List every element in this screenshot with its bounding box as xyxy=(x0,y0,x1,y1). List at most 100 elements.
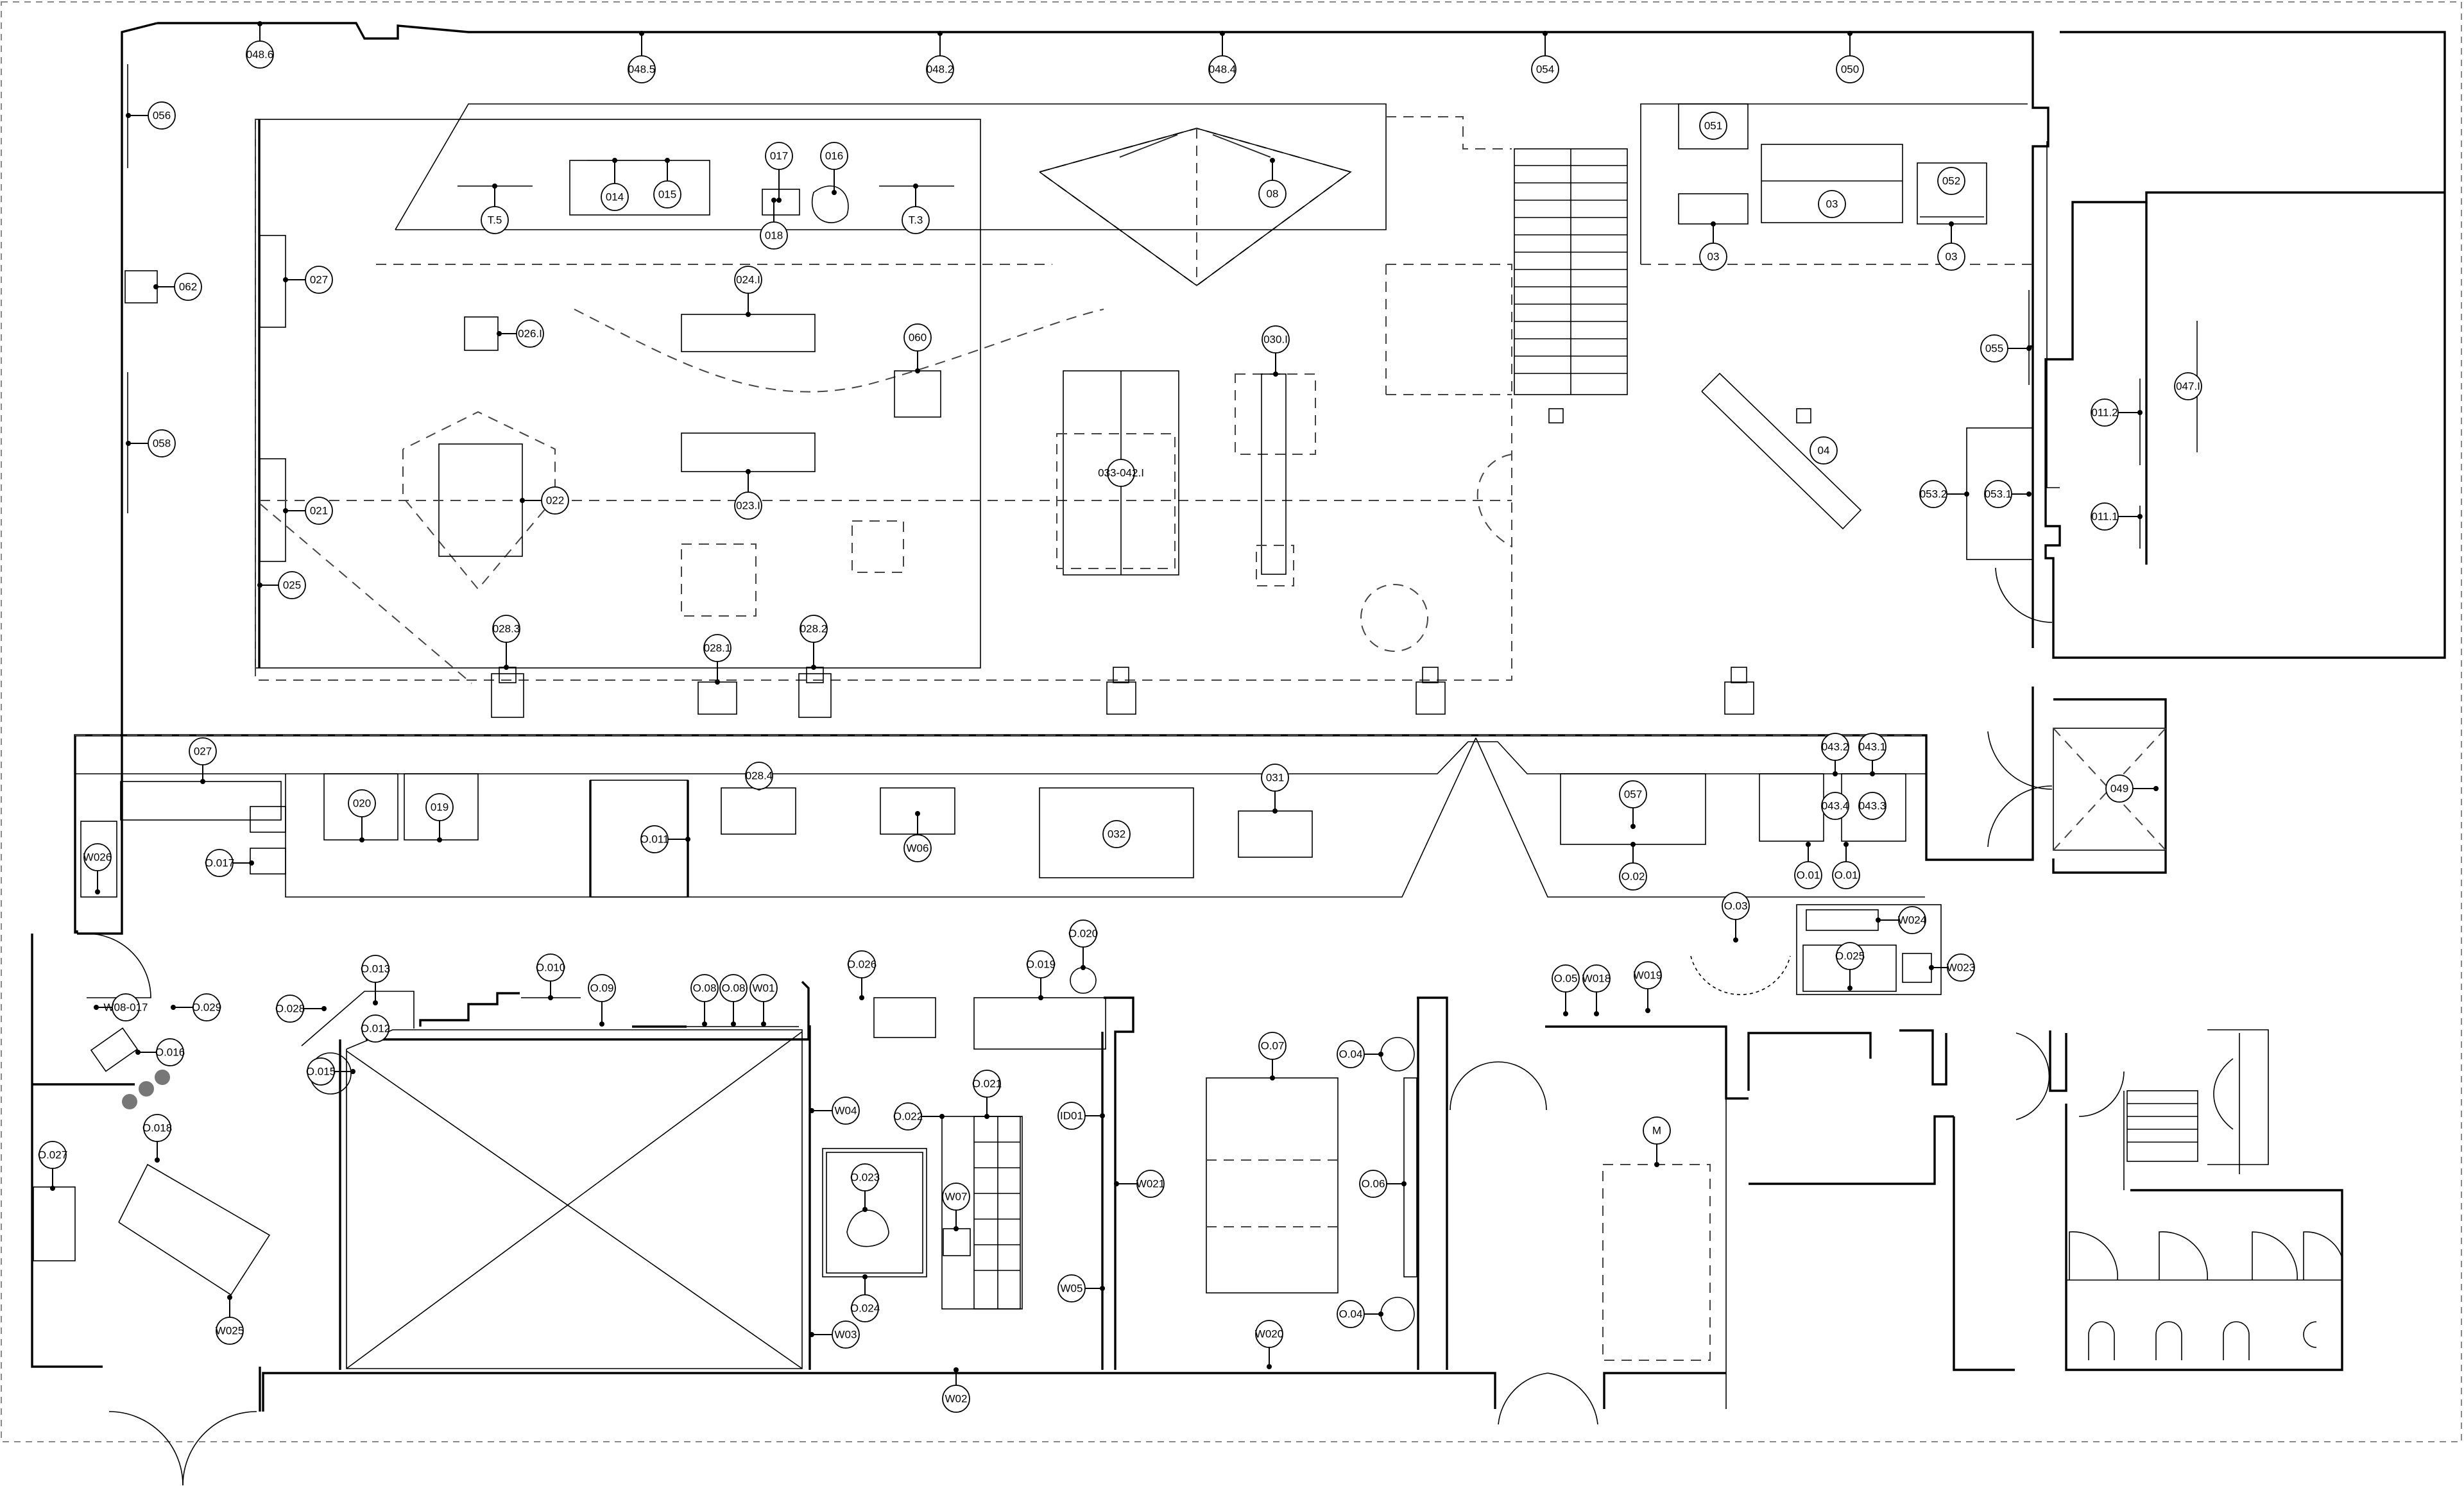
callout-anchor xyxy=(227,1295,232,1300)
callout-tag: O.021 xyxy=(972,1070,1002,1119)
callout-tag: O.04 xyxy=(1337,1040,1383,1068)
callout-bubble xyxy=(307,1057,335,1086)
callout-tag: M xyxy=(1643,1116,1671,1167)
callout-bubble xyxy=(516,320,544,348)
callout-bubble xyxy=(246,40,274,69)
callout-anchor xyxy=(915,811,920,816)
callout-bubble xyxy=(189,737,217,765)
callout-anchor xyxy=(373,1000,378,1005)
callout-tag: O.023 xyxy=(850,1163,880,1212)
callout-label: O.08 xyxy=(693,982,717,995)
callout-tag: T.5 xyxy=(481,184,509,234)
callout-bubble xyxy=(1794,861,1822,889)
callout-tag: O.06 xyxy=(1359,1170,1407,1198)
callout-anchor xyxy=(1038,995,1043,1000)
callout-label: O.029 xyxy=(192,1002,221,1014)
callout-bubble xyxy=(1937,167,1965,195)
callout-tag: 043.1 xyxy=(1858,733,1887,776)
callout-bubble xyxy=(1898,906,1926,934)
callout-label: 014 xyxy=(606,191,624,203)
callout-anchor xyxy=(1100,1286,1105,1291)
callout-label: W025 xyxy=(216,1325,244,1337)
callout-anchor xyxy=(1876,918,1881,923)
callout-anchor xyxy=(153,284,158,289)
callout-label: 055 xyxy=(1985,343,2003,355)
callout-label: O.03 xyxy=(1724,900,1748,912)
callout-label: 056 xyxy=(153,110,171,122)
callout-label: 016 xyxy=(825,150,843,162)
callout-anchor xyxy=(954,1367,959,1372)
callout-bubble xyxy=(1261,764,1289,792)
callout-anchor xyxy=(1654,1162,1659,1167)
callout-bubble xyxy=(536,953,565,982)
callout-tag: 033-042.I xyxy=(1098,459,1144,487)
callout-tag: 060 xyxy=(903,323,932,373)
callout-tag: O.019 xyxy=(1026,950,1056,1000)
callout-bubble xyxy=(2174,372,2202,400)
callout-anchor xyxy=(1806,842,1811,847)
callout-label: O.05 xyxy=(1554,973,1578,985)
callout-label: 053.2 xyxy=(1920,488,1947,500)
callout-label: T.3 xyxy=(909,214,923,226)
callout-label: W07 xyxy=(945,1191,968,1203)
callout-label: 032 xyxy=(1108,828,1125,841)
callout-bubble xyxy=(492,615,520,643)
callout-label: ID01 xyxy=(1060,1110,1083,1122)
callout-bubble xyxy=(1136,1170,1165,1198)
callout-anchor xyxy=(155,1157,160,1163)
callout-label: 033-042.I xyxy=(1098,467,1144,479)
callout-label: 017 xyxy=(770,150,788,162)
fixtures xyxy=(33,64,2343,1486)
callout-label: 020 xyxy=(353,798,371,810)
callout-bubble xyxy=(973,1070,1001,1098)
callout-label: 011.2 xyxy=(2091,407,2118,419)
callout-tag: 019 xyxy=(425,793,454,842)
callout-anchor xyxy=(437,837,442,842)
callout-label: W04 xyxy=(835,1105,857,1117)
callout-bubble xyxy=(305,266,333,294)
callout-label: W02 xyxy=(945,1393,968,1405)
callout-label: O.016 xyxy=(155,1046,185,1059)
callout-tag: 027 xyxy=(283,266,333,294)
callout-tag: 022 xyxy=(520,486,569,515)
callout-tag: O.025 xyxy=(1835,942,1865,991)
callout-bubble xyxy=(760,221,788,250)
callout-label: O.023 xyxy=(850,1172,880,1184)
callout-label: 027 xyxy=(310,274,328,286)
callout-anchor xyxy=(612,158,617,163)
callout-anchor xyxy=(2137,514,2143,519)
callout-label: 031 xyxy=(1266,772,1284,784)
callout-label: O.027 xyxy=(38,1149,67,1161)
callout-tag: 03 xyxy=(1699,221,1727,271)
callout-bubble xyxy=(1057,1274,1086,1302)
callout-tag: O.015 xyxy=(306,1057,355,1086)
callout-bubble xyxy=(1836,55,1864,83)
callout-bubble xyxy=(156,1038,184,1066)
callout-anchor xyxy=(359,837,364,842)
callout-tag: 016 xyxy=(820,142,848,195)
callout-label: W01 xyxy=(753,982,775,995)
callout-anchor xyxy=(1630,842,1636,847)
callout-anchor xyxy=(1378,1052,1383,1057)
callout-anchor xyxy=(2026,346,2032,351)
callout-tag: 04 xyxy=(1810,436,1838,465)
callout-anchor xyxy=(1267,1364,1272,1369)
callout-bubble xyxy=(848,950,876,978)
callout-label: 060 xyxy=(909,332,927,344)
callout-tag: W024 xyxy=(1876,906,1926,934)
callout-tag: 056 xyxy=(126,101,176,130)
callout-anchor xyxy=(954,1226,959,1231)
callout-tag: O.01 xyxy=(1794,842,1822,889)
callout-tag: O.017 xyxy=(205,849,254,877)
callout-label: 019 xyxy=(431,801,449,814)
callout-label: 015 xyxy=(658,189,676,201)
callout-tag: 048.2 xyxy=(926,31,954,83)
callout-bubble xyxy=(1359,1170,1387,1198)
callout-anchor xyxy=(731,1021,736,1027)
callout-anchor xyxy=(685,837,690,842)
callout-bubble xyxy=(703,634,732,662)
callout-bubble xyxy=(942,1385,970,1413)
callout-bubble xyxy=(1582,964,1611,993)
callout-anchor xyxy=(862,1274,868,1279)
callout-bubble xyxy=(1821,792,1849,820)
